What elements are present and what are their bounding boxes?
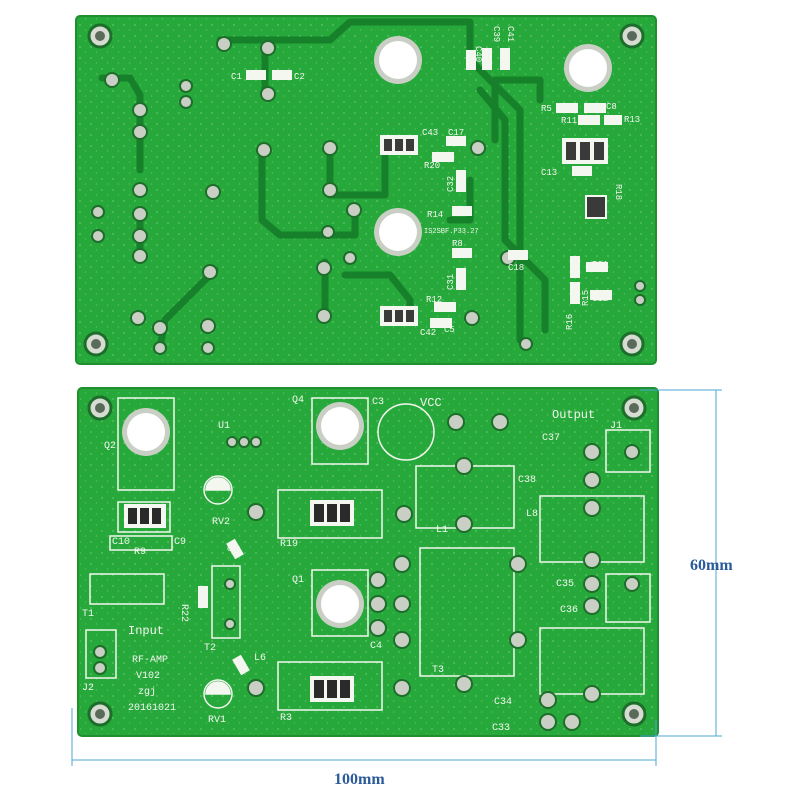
silk-label: R19 bbox=[280, 539, 298, 550]
silk-label: C34 bbox=[494, 697, 512, 708]
silk-label: C18 bbox=[508, 263, 524, 273]
silk-label: R5 bbox=[541, 104, 552, 114]
bottom-board-mounting-holes bbox=[87, 395, 647, 727]
silk-label: RV2 bbox=[212, 517, 230, 528]
top-board-smd-parts bbox=[246, 48, 622, 328]
silk-label: Q2 bbox=[104, 441, 116, 452]
silk-label: Output bbox=[552, 408, 595, 422]
silk-label: R9 bbox=[134, 547, 146, 558]
silk-label: C32 bbox=[446, 176, 456, 192]
silk-label: C33 bbox=[492, 723, 510, 734]
top-board-pads bbox=[91, 36, 646, 355]
silk-label: C12 bbox=[592, 294, 608, 304]
silk-label: R3 bbox=[280, 713, 292, 724]
silk-label: R20 bbox=[424, 161, 440, 171]
silk-label: C9 bbox=[174, 537, 186, 548]
bottom-board-silkscreen: Q2 U1 Q4 C3 VCC Output C37 J1 C38 RV2 C5… bbox=[82, 395, 622, 734]
silk-label: J2 bbox=[82, 683, 94, 694]
silk-label: C3 bbox=[372, 397, 384, 408]
top-board-transistor-holes bbox=[374, 36, 612, 256]
silk-label: C41 bbox=[505, 26, 515, 42]
silk-label: C36 bbox=[560, 605, 578, 616]
silk-label: T2 bbox=[204, 643, 216, 654]
silk-label: C13 bbox=[541, 168, 557, 178]
silk-label: C2 bbox=[294, 72, 305, 82]
silk-label: C5 bbox=[444, 325, 455, 335]
width-dimension-label: 100mm bbox=[334, 771, 385, 788]
silk-label: R16 bbox=[565, 314, 575, 330]
silk-label: R18 bbox=[613, 184, 623, 200]
silk-label: RF-AMP bbox=[132, 655, 168, 666]
bottom-board-pads bbox=[93, 413, 640, 731]
silk-label: C37 bbox=[542, 433, 560, 444]
silk-label: R22 bbox=[178, 604, 189, 622]
silk-label: C8 bbox=[606, 102, 617, 112]
silk-label: C39 bbox=[491, 26, 501, 42]
dimension-annotations bbox=[71, 389, 722, 766]
silk-label: L8 bbox=[526, 509, 538, 520]
silk-label: T3 bbox=[432, 665, 444, 676]
silk-label: R15 bbox=[581, 290, 591, 306]
trimmer-potentiometers bbox=[203, 475, 233, 709]
silk-label: C38 bbox=[518, 475, 536, 486]
silk-label: C31 bbox=[446, 274, 456, 290]
silk-label: Q4 bbox=[292, 395, 304, 406]
silk-label: C40 bbox=[473, 46, 483, 62]
bottom-board-smd-parts bbox=[124, 500, 354, 702]
silk-label: RV1 bbox=[208, 715, 226, 726]
silk-label: C10 bbox=[112, 537, 130, 548]
silk-label: C43 bbox=[422, 128, 438, 138]
silk-label: U1 bbox=[218, 421, 230, 432]
silk-label: C42 bbox=[420, 328, 436, 338]
silk-label: C35 bbox=[556, 579, 574, 590]
bottom-board-transistor-holes bbox=[122, 402, 364, 628]
silk-label: zgj bbox=[138, 686, 156, 698]
capacitor-c3-outline bbox=[377, 403, 435, 461]
silk-label: C4 bbox=[370, 641, 382, 652]
top-board-mounting-holes bbox=[83, 23, 645, 357]
top-board-silkscreen: C1 C2 C40 C39 C41 R5 C8 R11 R13 C43 C17 … bbox=[231, 26, 640, 338]
silk-label: R12 bbox=[426, 295, 442, 305]
silk-label: VCC bbox=[420, 396, 442, 410]
silk-label: C1 bbox=[231, 72, 242, 82]
silk-label: Input bbox=[128, 624, 164, 638]
bottom-board: Q2 U1 Q4 C3 VCC Output C37 J1 C38 RV2 C5… bbox=[77, 387, 659, 737]
silk-label: R11 bbox=[561, 116, 577, 126]
silk-label: T1 bbox=[82, 609, 94, 620]
top-board: C1 C2 C40 C39 C41 R5 C8 R11 R13 C43 C17 … bbox=[75, 15, 657, 365]
silk-label: R14 bbox=[427, 210, 443, 220]
silk-label: R8 bbox=[452, 239, 463, 249]
silk-label: V102 bbox=[136, 671, 160, 682]
silk-label: C17 bbox=[448, 128, 464, 138]
silk-label: Q1 bbox=[292, 575, 304, 586]
silk-label: IS2SBF.P33.27 bbox=[424, 228, 479, 236]
silk-label: R21 bbox=[592, 260, 608, 270]
height-dimension-label: 60mm bbox=[690, 557, 733, 574]
silk-label: L6 bbox=[254, 653, 266, 664]
silk-label: L1 bbox=[436, 525, 448, 536]
silk-label: R13 bbox=[624, 115, 640, 125]
silk-label: 20161021 bbox=[128, 703, 176, 714]
silk-label: J1 bbox=[610, 421, 622, 432]
